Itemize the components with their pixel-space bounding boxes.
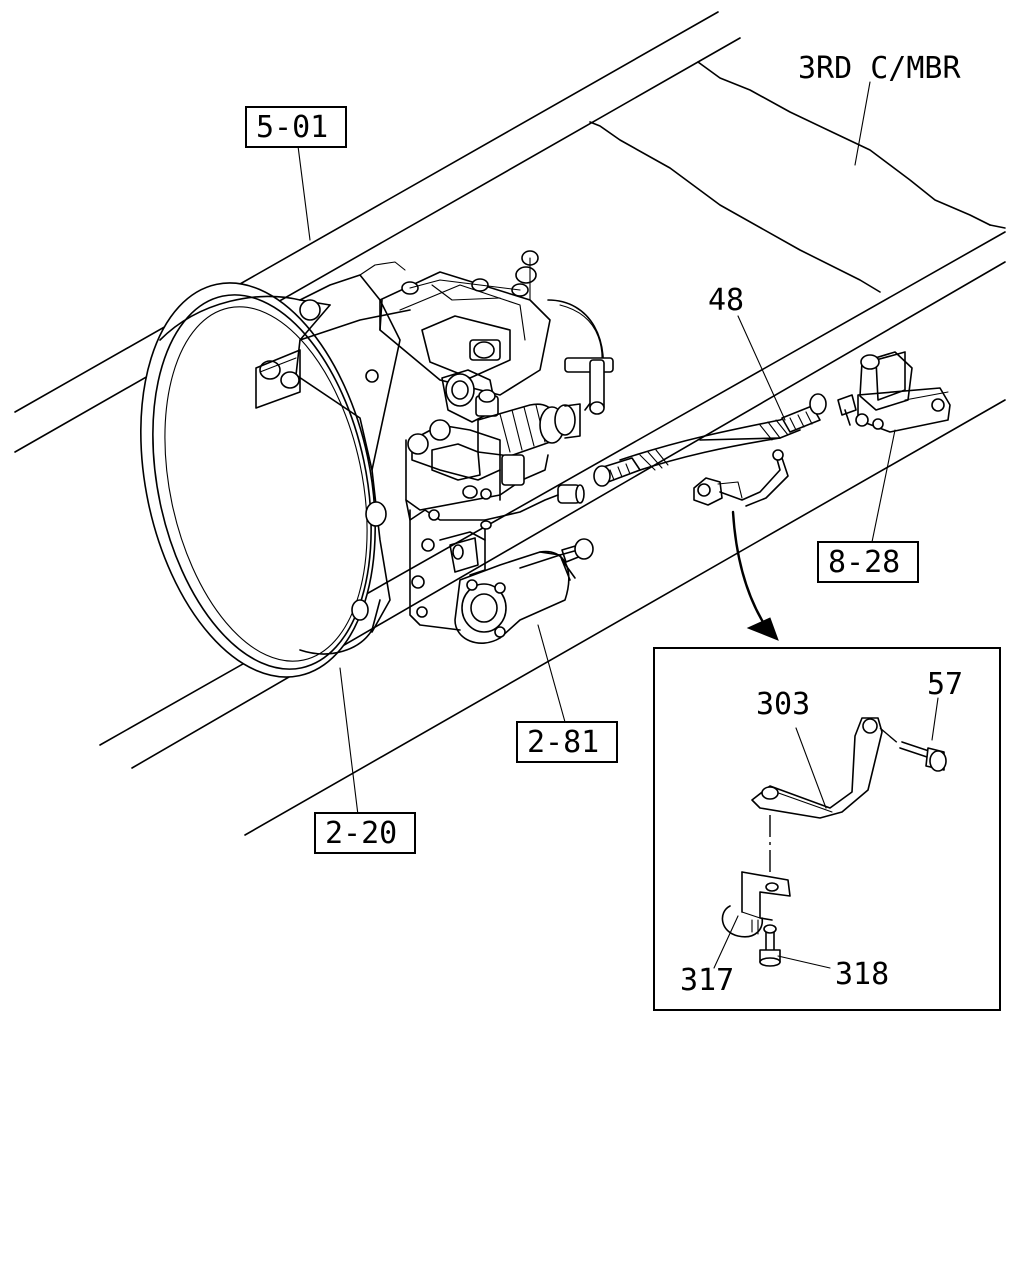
shift-tower — [379, 250, 614, 423]
installed-bracket — [693, 449, 789, 507]
ref-transmission-text: 2-20 — [325, 816, 397, 851]
lower-bolt-part-label: 318 — [835, 957, 889, 992]
transmission-housing — [140, 261, 411, 678]
lower-case — [405, 494, 559, 631]
clip-part-label: 317 — [680, 963, 734, 998]
ref-frame: 5-01 — [245, 106, 347, 148]
ref-valve-text: 8-28 — [828, 545, 900, 580]
ref-cylinder-text: 2-81 — [527, 725, 599, 760]
shift-valve — [405, 403, 585, 511]
upper-bolt-part-label: 57 — [927, 667, 963, 702]
hose-part-label: 48 — [708, 283, 744, 318]
air-hose — [593, 393, 827, 487]
bracket-part-label: 303 — [756, 687, 810, 722]
crossmember — [589, 61, 1006, 293]
ref-transmission: 2-20 — [314, 812, 416, 854]
ref-cylinder: 2-81 — [516, 721, 618, 763]
ref-valve: 8-28 — [817, 541, 919, 583]
crossmember-label: 3RD C/MBR — [798, 51, 961, 86]
ref-frame-text: 5-01 — [256, 110, 328, 145]
detail-panel — [653, 647, 1001, 1011]
clutch-cylinder — [454, 538, 594, 644]
leader-lines — [297, 81, 939, 969]
solenoid-valve — [837, 351, 951, 433]
detail-pointer — [731, 510, 779, 641]
